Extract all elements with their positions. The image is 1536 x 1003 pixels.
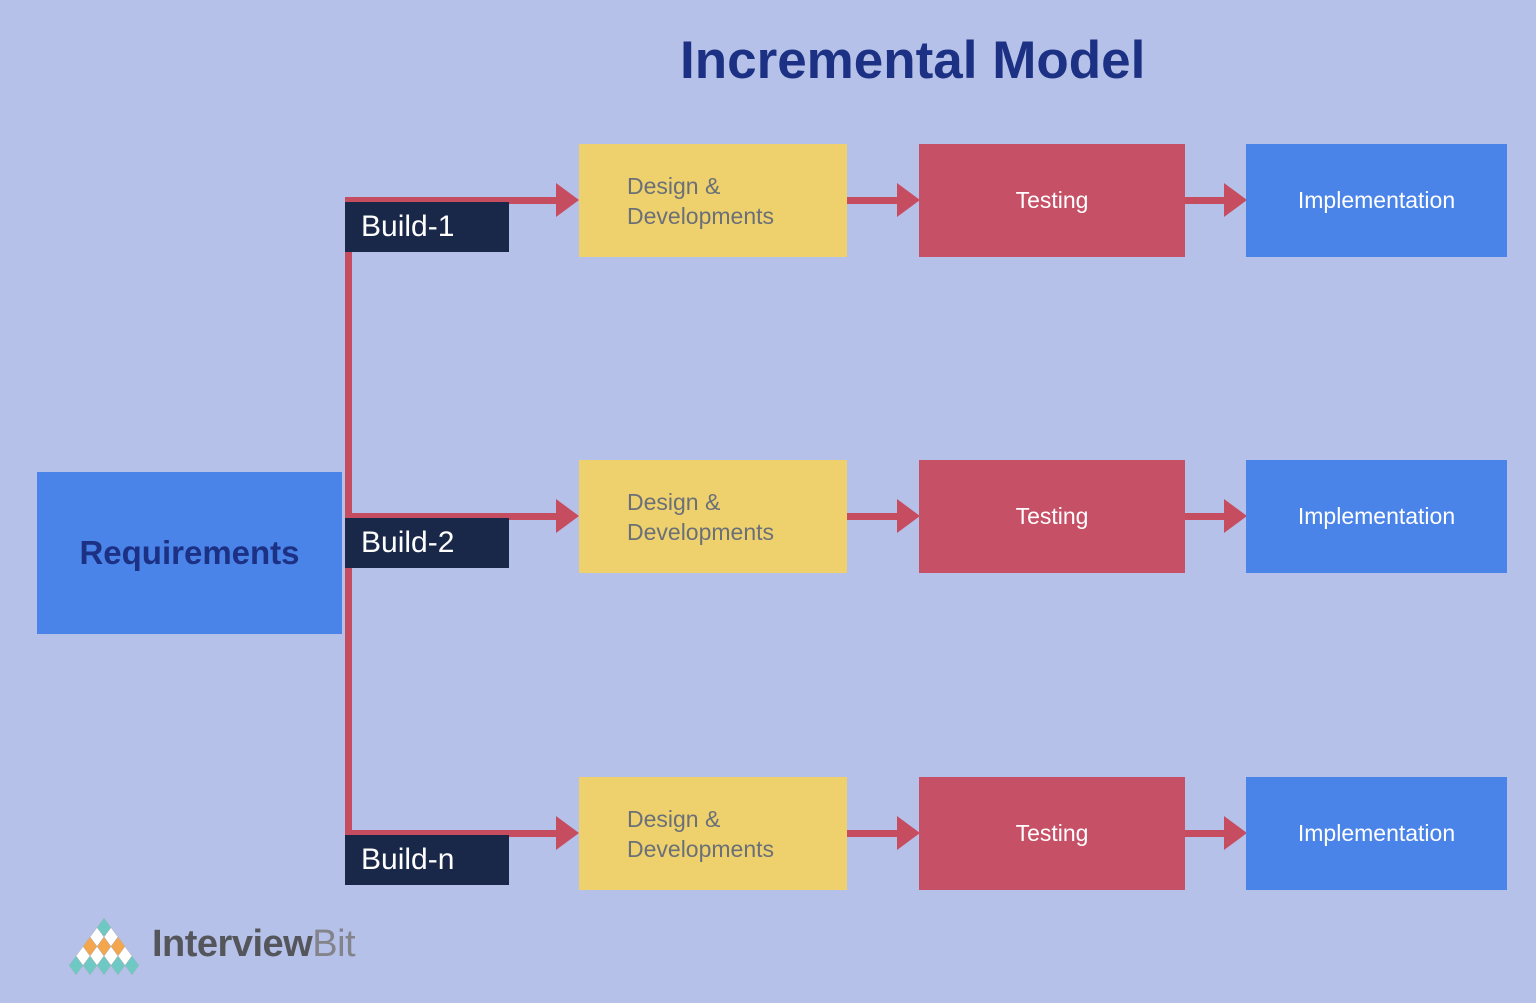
design-box-row-2: Design & Developments	[579, 460, 847, 573]
testing-box-row-2: Testing	[919, 460, 1185, 573]
testing-box-row-3: Testing	[919, 777, 1185, 890]
connector-line	[847, 513, 899, 520]
connector-line	[350, 830, 558, 837]
interviewbit-logo: InterviewBit	[66, 916, 356, 978]
diagram-title: Incremental Model	[680, 31, 1146, 90]
connector-line	[847, 830, 899, 837]
arrow-right-icon	[1224, 816, 1247, 850]
logo-text-interview: Interview	[152, 922, 313, 965]
implementation-label: Implementation	[1297, 503, 1456, 529]
connector-line	[1185, 197, 1226, 204]
arrow-right-icon	[1224, 183, 1247, 217]
design-label-line1: Design &	[627, 805, 721, 832]
build-2-label: Build-2	[361, 526, 455, 559]
implementation-box-row-1: Implementation	[1246, 144, 1507, 257]
arrow-right-icon	[897, 499, 920, 533]
arrow-right-icon	[897, 183, 920, 217]
arrow-right-icon	[556, 499, 579, 533]
connector-line	[1185, 513, 1226, 520]
arrow-right-icon	[556, 183, 579, 217]
build-1-label: Build-1	[361, 210, 455, 243]
logo-text: InterviewBit	[152, 922, 356, 966]
connector-line	[1185, 830, 1226, 837]
design-box-row-3: Design & Developments	[579, 777, 847, 890]
connector-vertical-line	[345, 197, 352, 837]
arrow-right-icon	[897, 816, 920, 850]
design-label-line2: Developments	[627, 202, 775, 229]
requirements-box: Requirements	[37, 472, 342, 634]
design-label-line2: Developments	[627, 835, 775, 862]
logo-pyramid-icon	[68, 917, 140, 976]
testing-box-row-1: Testing	[919, 144, 1185, 257]
testing-label: Testing	[1015, 503, 1089, 529]
implementation-box-row-2: Implementation	[1246, 460, 1507, 573]
connector-line	[350, 197, 558, 204]
design-box-row-1: Design & Developments	[579, 144, 847, 257]
build-1-label-box: Build-1	[345, 202, 509, 252]
build-2-label-box: Build-2	[345, 518, 509, 568]
implementation-label: Implementation	[1297, 187, 1456, 213]
implementation-box-row-3: Implementation	[1246, 777, 1507, 890]
testing-label: Testing	[1015, 187, 1089, 213]
implementation-label: Implementation	[1297, 820, 1456, 846]
requirements-label: Requirements	[79, 534, 300, 571]
arrow-right-icon	[556, 816, 579, 850]
design-label-line1: Design &	[627, 488, 721, 515]
logo-text-bit: Bit	[312, 922, 356, 965]
build-n-label: Build-n	[361, 843, 455, 876]
connector-line	[847, 197, 899, 204]
connector-line	[350, 513, 558, 520]
testing-label: Testing	[1015, 820, 1089, 846]
arrow-right-icon	[1224, 499, 1247, 533]
build-n-label-box: Build-n	[345, 835, 509, 885]
design-label-line1: Design &	[627, 172, 721, 199]
design-label-line2: Developments	[627, 518, 775, 545]
